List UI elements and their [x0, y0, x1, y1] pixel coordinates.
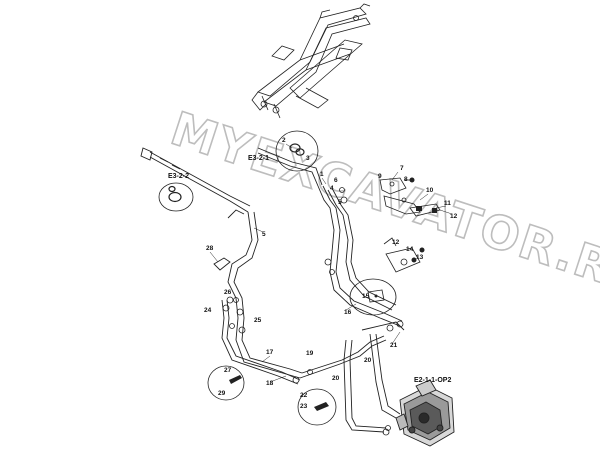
part-label-10: 10: [426, 187, 434, 194]
part-label-17: 17: [266, 349, 274, 356]
part-label-21: 21: [390, 342, 398, 349]
part-label-15: 15: [362, 293, 370, 300]
lower-pipe-run: [299, 321, 405, 433]
part-label-20b: 20: [332, 375, 340, 382]
watermark: MYEXCAVATOR.RU: [165, 101, 600, 307]
part-label-23: 23: [300, 403, 308, 410]
part-label-24: 24: [204, 307, 212, 314]
part-label-11: 11: [444, 200, 451, 207]
part-label-5a: 5: [262, 231, 266, 238]
part-label-9: 9: [378, 173, 382, 180]
part-label-28: 28: [206, 245, 214, 252]
part-label-5b: 5: [338, 199, 342, 206]
part-label-16: 16: [344, 309, 352, 316]
right-bracket-assembly: [379, 177, 441, 273]
part-label-25: 25: [254, 317, 262, 324]
seal-callout: [158, 182, 194, 212]
part-label-6: 6: [334, 177, 338, 184]
part-label-13: 13: [416, 254, 424, 261]
bracket-callout: [207, 365, 245, 401]
upper-left-pipe: [140, 147, 251, 213]
part-label-22: 22: [300, 392, 308, 399]
reference-e3-2-2: E3-2-2: [168, 173, 189, 180]
fittings: [222, 187, 404, 436]
part-label-3: 3: [306, 155, 310, 162]
part-label-14: 14: [406, 246, 414, 253]
bracket-part: [229, 375, 242, 384]
reference-e3-2-1: E3-2-1: [248, 155, 269, 162]
bolt-parts: [409, 177, 437, 263]
leader-lines: [209, 143, 453, 383]
part-label-4: 4: [330, 185, 334, 192]
left-pipe-run: [221, 209, 303, 385]
clamp-callout: [297, 388, 337, 426]
reference-e2-1-1-op2: E2-1-1-OP2: [414, 377, 451, 384]
loader-boom-frame: [251, 3, 371, 119]
o-ring-icons: [168, 143, 305, 203]
control-valve-block: [395, 379, 455, 447]
part-label-12a: 12: [450, 213, 458, 220]
part-label-8: 8: [404, 176, 408, 183]
part-label-19: 19: [306, 350, 314, 357]
part-label-20a: 20: [364, 357, 372, 364]
part-label-18: 18: [266, 380, 274, 387]
part-labels: 1 2 3 4 5 5 6 7 8 9 10 11 12 12 13 14 15…: [204, 137, 458, 410]
hose-clamp: [213, 257, 231, 271]
part-label-12b: 12: [392, 239, 400, 246]
oring-callout: [275, 130, 319, 172]
center-pipe-set: [257, 147, 403, 327]
clamp-part: [314, 402, 329, 411]
cover-plate-callout: [349, 278, 397, 316]
part-label-27: 27: [224, 367, 232, 374]
part-label-1: 1: [320, 171, 324, 178]
part-label-26: 26: [224, 289, 232, 296]
part-label-29: 29: [218, 390, 226, 397]
part-label-7: 7: [400, 165, 404, 172]
part-label-2: 2: [282, 137, 286, 144]
